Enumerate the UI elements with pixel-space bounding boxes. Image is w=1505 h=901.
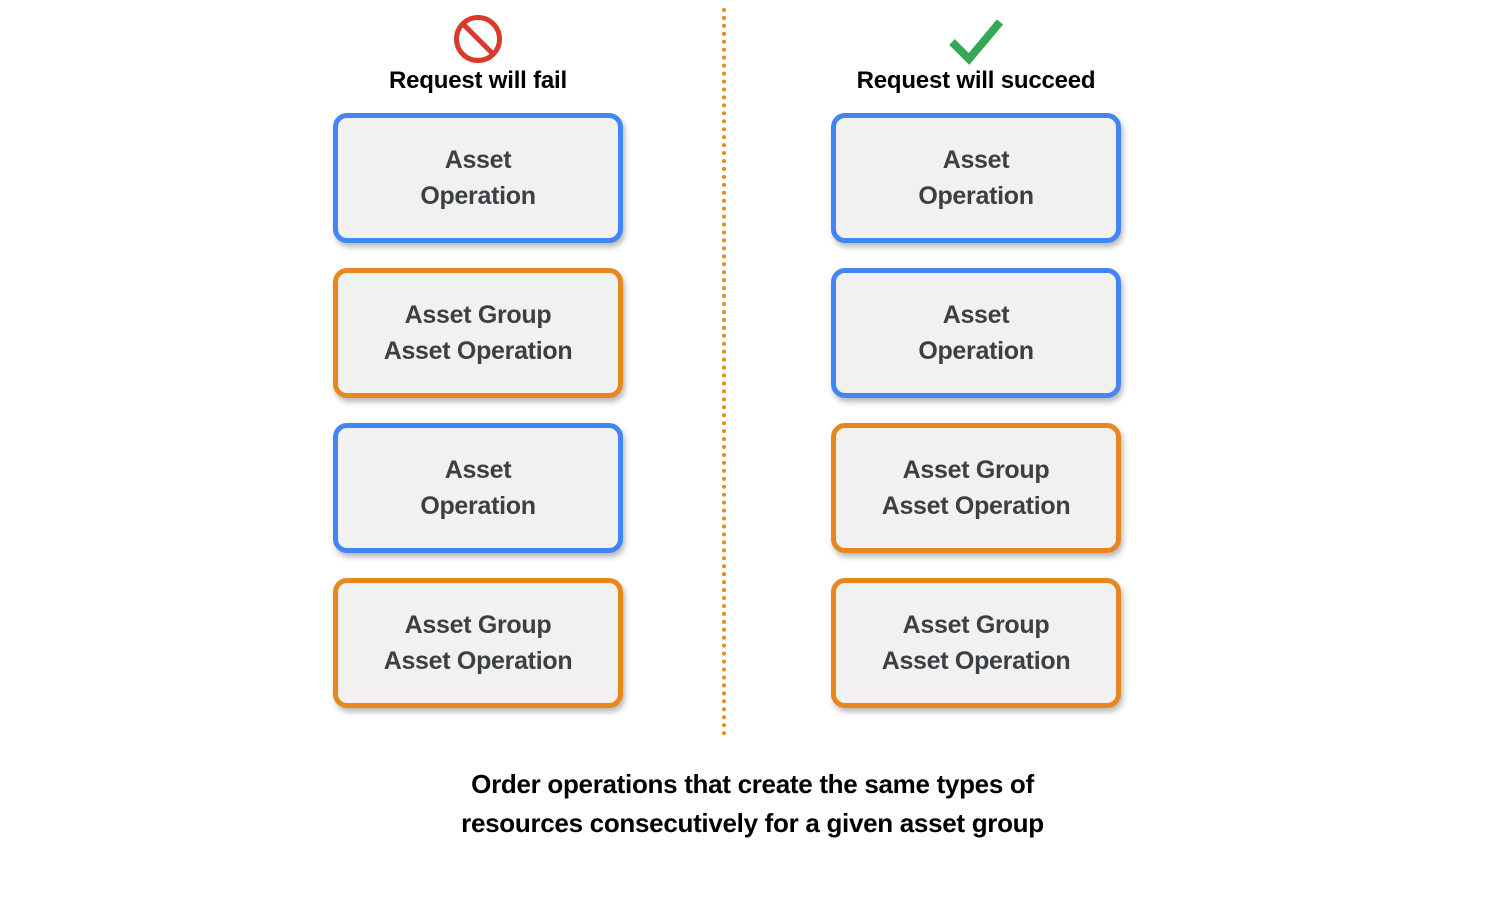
operation-box[interactable]: Asset Operation bbox=[333, 423, 623, 553]
prohibition-icon bbox=[333, 12, 623, 66]
operation-list-fail: Asset Operation Asset Group Asset Operat… bbox=[333, 113, 623, 708]
operation-box-label: Asset Group Asset Operation bbox=[383, 301, 573, 365]
operation-box-label: Asset Operation bbox=[420, 146, 536, 210]
column-header-fail: Request will fail bbox=[333, 12, 623, 96]
column-header-label-fail: Request will fail bbox=[389, 67, 567, 94]
column-header-succeed: Request will succeed bbox=[831, 12, 1121, 96]
operation-box-label: Asset Operation bbox=[918, 146, 1034, 210]
operation-box[interactable]: Asset Operation bbox=[831, 268, 1121, 398]
diagram-caption: Order operations that create the same ty… bbox=[461, 769, 1044, 838]
operation-box-label: Asset Operation bbox=[420, 456, 536, 520]
operation-box[interactable]: Asset Operation bbox=[831, 113, 1121, 243]
checkmark-icon bbox=[831, 12, 1121, 66]
operation-box[interactable]: Asset Group Asset Operation bbox=[831, 578, 1121, 708]
operation-box[interactable]: Asset Group Asset Operation bbox=[333, 268, 623, 398]
operation-box-label: Asset Operation bbox=[918, 301, 1034, 365]
operation-box[interactable]: Asset Operation bbox=[333, 113, 623, 243]
operation-box[interactable]: Asset Group Asset Operation bbox=[333, 578, 623, 708]
operation-box-label: Asset Group Asset Operation bbox=[881, 456, 1071, 520]
column-header-label-succeed: Request will succeed bbox=[856, 67, 1096, 94]
operation-box-label: Asset Group Asset Operation bbox=[383, 611, 573, 675]
operation-list-succeed: Asset Operation Asset Operation Asset Gr… bbox=[831, 113, 1121, 708]
column-divider bbox=[722, 8, 726, 736]
operation-box-label: Asset Group Asset Operation bbox=[881, 611, 1071, 675]
operation-box[interactable]: Asset Group Asset Operation bbox=[831, 423, 1121, 553]
